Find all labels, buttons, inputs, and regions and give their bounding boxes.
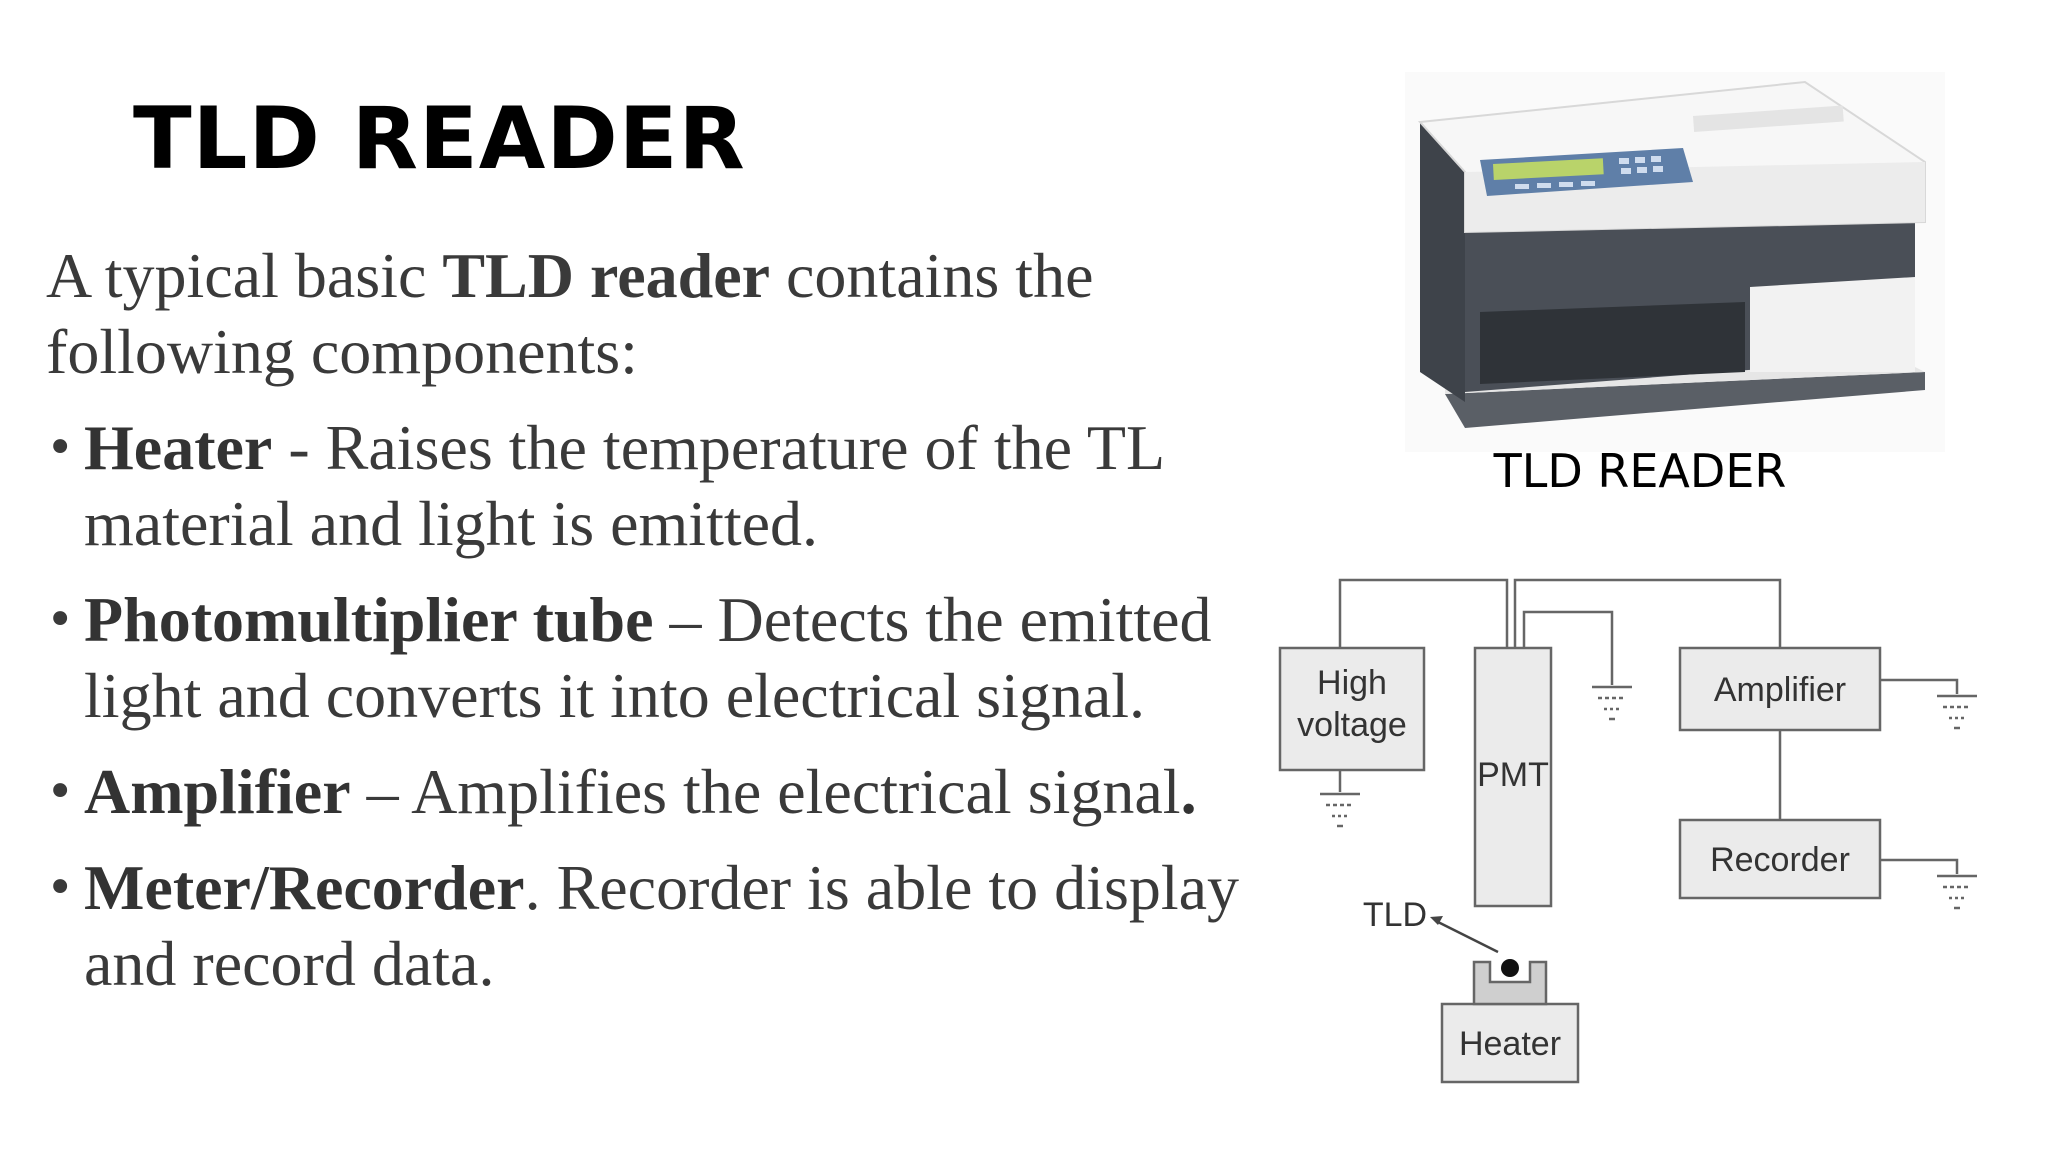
label-voltage: voltage <box>1297 706 1407 744</box>
label-amplifier: Amplifier <box>1714 671 1846 709</box>
pmt-box <box>1473 646 1553 908</box>
tld-reader-block-diagram: High voltage PMT Amplifier Recorder TLD … <box>1278 578 1977 1084</box>
intro-paragraph: A typical basic TLD reader contains the … <box>46 238 1266 390</box>
bullet-tail: . <box>1180 756 1197 827</box>
tld-chip <box>1501 959 1519 977</box>
label-pmt: PMT <box>1477 756 1549 794</box>
bullet-term: Heater <box>84 412 273 483</box>
list-item-amplifier: •Amplifier – Amplifies the electrical si… <box>46 754 1286 830</box>
list-item-pmt: •Photomultiplier tube – Detects the emit… <box>46 582 1286 734</box>
slide-title: TLD READER <box>133 89 746 189</box>
bullet-icon: • <box>46 764 75 820</box>
heater-cup <box>1472 960 1548 1006</box>
bullet-desc: . Recorder is able to display and record… <box>84 852 1240 999</box>
bullet-term: Meter/Recorder <box>84 852 525 923</box>
high-voltage-box <box>1278 646 1426 772</box>
bullet-icon: • <box>46 420 75 476</box>
ground-symbol-hv <box>1320 792 1360 828</box>
device-caption: TLD READER <box>1493 444 1787 498</box>
label-heater: Heater <box>1459 1025 1561 1063</box>
bullet-desc: – Amplifies the electrical signal <box>350 756 1181 827</box>
arrow-head-icon <box>1430 916 1443 925</box>
amplifier-box <box>1678 646 1882 732</box>
bullet-icon: • <box>46 860 75 916</box>
list-item-heater: •Heater - Raises the temperature of the … <box>46 410 1286 562</box>
label-tld: TLD <box>1363 896 1427 934</box>
heater-box <box>1440 1002 1580 1084</box>
label-recorder: Recorder <box>1710 841 1850 879</box>
bullet-desc: – Detects the emitted light and converts… <box>84 584 1212 731</box>
ground-symbol-recorder <box>1937 874 1977 910</box>
bullet-icon: • <box>46 592 75 648</box>
bullet-term: Photomultiplier tube <box>84 584 654 655</box>
lcd-display <box>1492 158 1604 180</box>
list-item-recorder: •Meter/Recorder. Recorder is able to dis… <box>46 850 1286 1002</box>
bullet-desc: - Raises the temperature of the TL mater… <box>84 412 1163 559</box>
ground-symbol-amplifier <box>1937 694 1977 730</box>
bullet-term: Amplifier <box>84 756 351 827</box>
intro-strong: TLD reader <box>442 240 770 311</box>
tld-pointer <box>1437 920 1499 954</box>
ground-symbol-pmt <box>1592 685 1632 721</box>
recorder-box <box>1678 818 1882 900</box>
intro-suffix: contains the following components: <box>46 240 1094 387</box>
label-high: High <box>1317 664 1387 702</box>
intro-prefix: A typical basic <box>46 240 443 311</box>
component-list: •Heater - Raises the temperature of the … <box>46 410 1286 1022</box>
tld-reader-device-image <box>1405 72 1945 452</box>
